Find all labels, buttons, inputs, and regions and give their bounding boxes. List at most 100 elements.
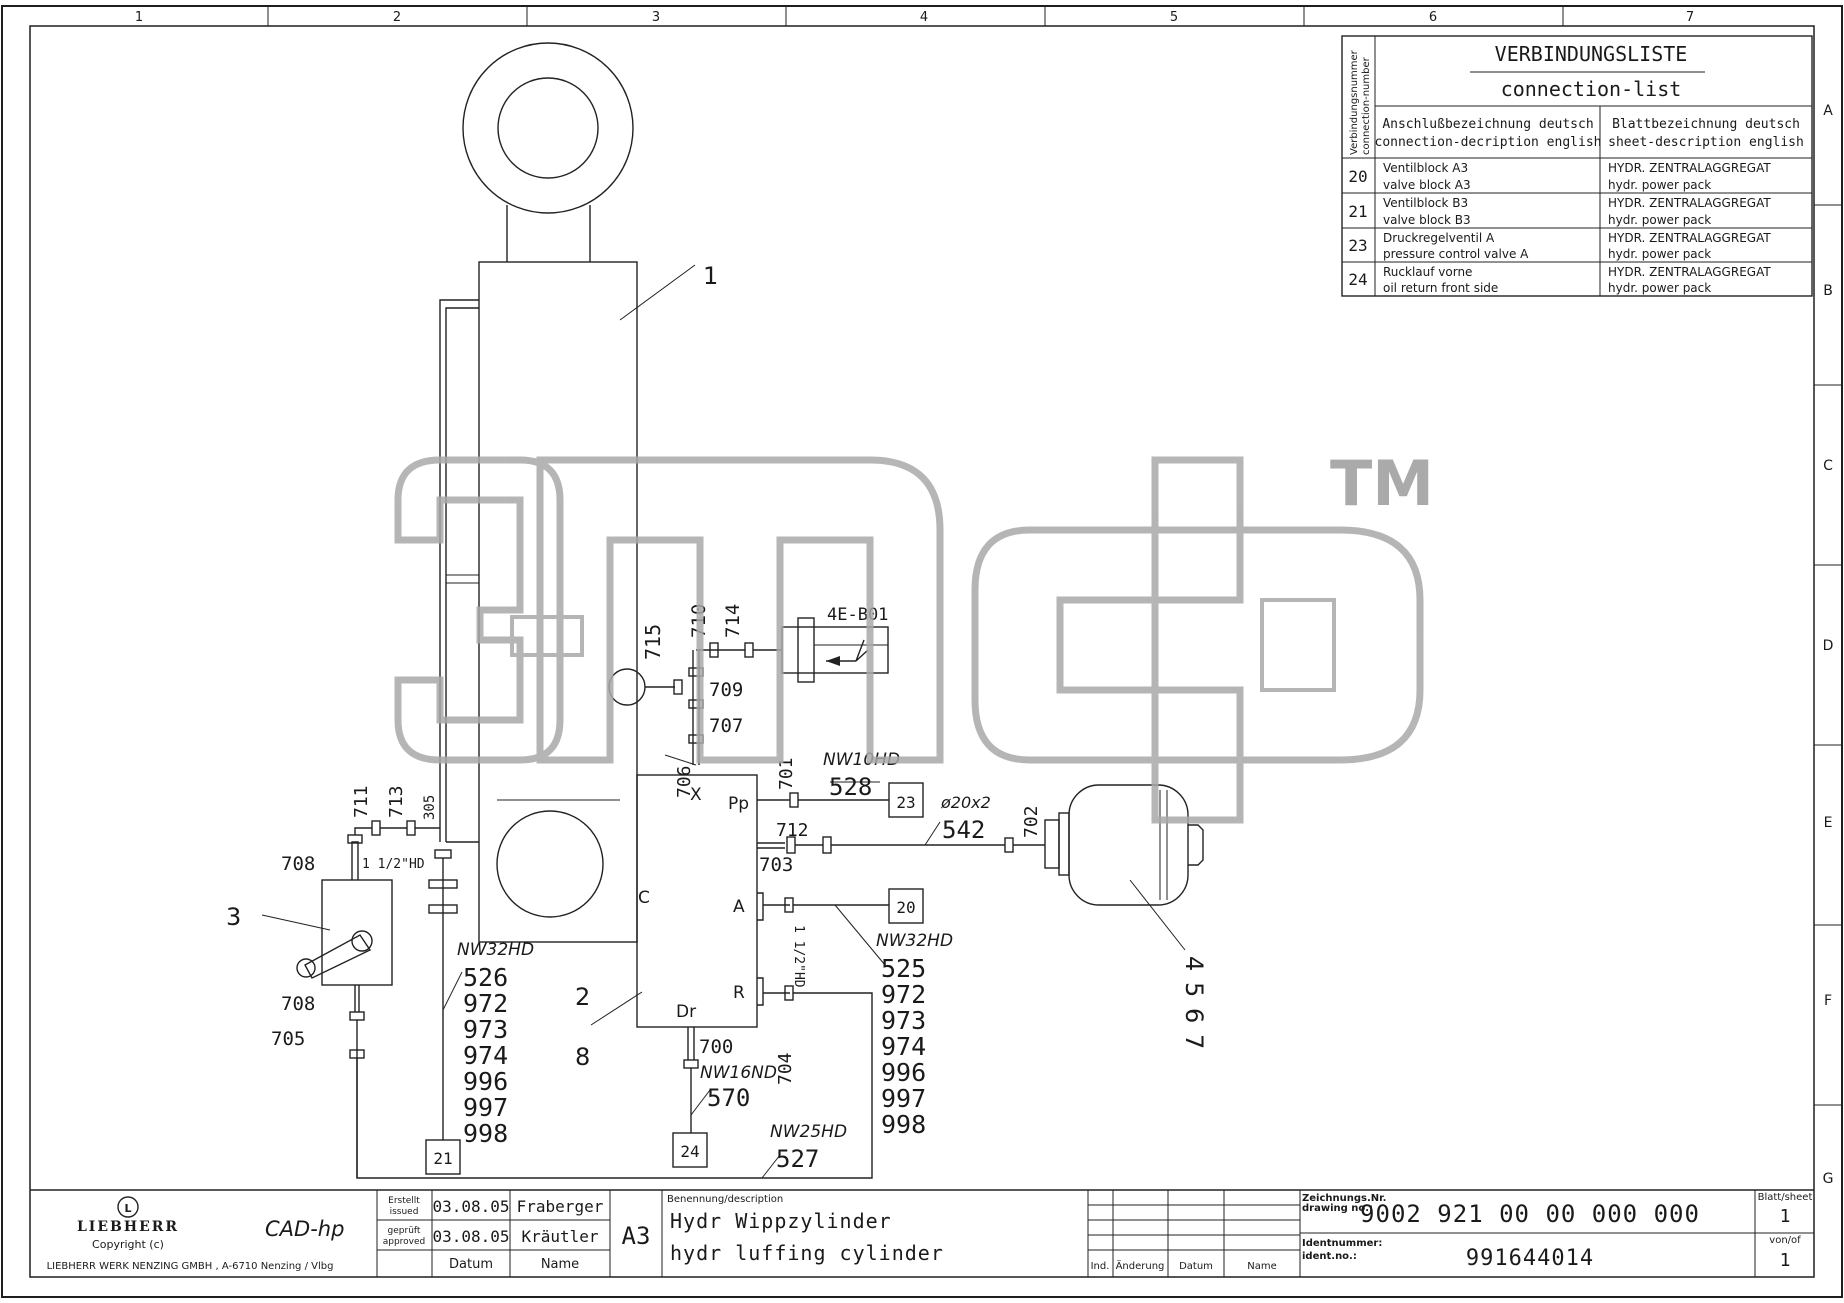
label-4e-b01: 4E-B01 [827,605,888,625]
row-desc-de: Druckregelventil A [1383,231,1495,245]
port-x: X [690,785,702,805]
accumulator [1044,784,1204,951]
row-label: E [1824,815,1833,831]
item-2-label: 2 [575,983,590,1011]
table-row: 20 Ventilblock A3 valve block A3 HYDR. Z… [1348,161,1771,192]
row-label: G [1823,1171,1834,1187]
row-label: D [1823,638,1834,654]
label-nw32hd-left: NW32HD [457,940,534,960]
row-sheet-de: HYDR. ZENTRALAGGREGAT [1608,265,1771,279]
row-desc-de: Ventilblock A3 [1383,161,1468,175]
ident-number: 991644014 [1466,1246,1594,1271]
label-305: 305 [422,795,438,820]
created-label-de: Erstellt [388,1196,420,1206]
part-number: 996 [881,1058,926,1087]
label-707: 707 [709,715,743,737]
label-703: 703 [759,854,793,876]
item-number: 4 [1180,956,1208,971]
port-a: A [733,897,745,917]
part-number: 973 [881,1006,926,1035]
column-grid: 1 2 3 4 5 6 7 [135,6,1694,26]
connection-20: 20 [896,898,915,917]
part-number: 972 [881,980,926,1009]
pipe-706-710 [664,642,782,766]
description-label: Benennung/description [667,1194,783,1205]
connection-21-box [425,1139,461,1175]
item-1-label: 1 [703,262,718,290]
inner-frame [29,25,1815,1278]
right-part-list: 525 972 973 974 996 997 998 [881,954,926,1139]
label-704: 704 [775,1052,796,1085]
label-711: 711 [351,785,372,818]
col-label: 2 [393,10,401,25]
label-714: 714 [722,604,744,638]
label-527: 527 [776,1145,819,1173]
col1-header-en: connection-decription english [1375,135,1602,150]
item-3-label: 3 [226,903,241,931]
ident-label-en: ident.no.: [1302,1251,1357,1262]
cylinder-bottom-eye [496,810,604,918]
port-pp: Pp [728,794,749,814]
rev-name-header: Name [1247,1261,1277,1272]
col-label: 1 [135,10,143,25]
part-number: 974 [881,1032,926,1061]
label-hd-horizontal: 1 1/2"HD [362,857,425,872]
of-label: von/of [1769,1235,1801,1246]
sheet-number: 1 [1780,1206,1791,1227]
label-528: 528 [829,773,872,801]
connection-20-box [888,888,924,924]
row-number: 24 [1348,270,1367,289]
label-708-bottom: 708 [281,993,315,1015]
date-header: Datum [449,1257,493,1272]
description-de: Hydr Wippzylinder [670,1209,892,1233]
cylinder-body [478,261,638,943]
port-r: R [733,983,745,1003]
number-header-en: connection-number [1361,56,1372,155]
label-706: 706 [674,765,695,798]
table-row: 24 Rucklauf vorne oil return front side … [1348,265,1771,295]
table-row: 23 Druckregelventil A pressure control v… [1348,231,1771,261]
drawing-number: 9002 921 00 00 000 000 [1360,1200,1700,1228]
connection-23: 23 [896,793,915,812]
part-number: 997 [881,1084,926,1113]
created-label-en: issued [390,1207,419,1217]
connection-list-title-de: VERBINDUNGSLISTE [1495,42,1688,66]
col1-header-de: Anschlußbezeichnung deutsch [1382,117,1593,132]
item-8-label: 8 [575,1043,590,1071]
part-number: 996 [463,1067,508,1096]
part-number: 973 [463,1015,508,1044]
label-570: 570 [707,1084,750,1112]
drawing-no-label-de: Zeichnungs.Nr. [1302,1193,1386,1204]
ident-label-de: Identnummer: [1302,1238,1382,1249]
of-number: 1 [1780,1250,1791,1271]
row-label: A [1823,103,1833,119]
watermark-trademark: TM [1330,447,1434,520]
created-name: Fraberger [517,1197,604,1216]
label-705: 705 [271,1028,305,1050]
col2-header-de: Blattbezeichnung deutsch [1612,117,1800,132]
col-label: 7 [1686,10,1694,25]
row-sheet-de: HYDR. ZENTRALAGGREGAT [1608,231,1771,245]
part-number: 972 [463,989,508,1018]
part-number: 525 [881,954,926,983]
title-block: L LIEBHERR Copyright (c) LIEBHERR WERK N… [30,1189,1814,1277]
sheet-label: Blatt/sheet [1758,1192,1813,1203]
valve-block-body [636,774,758,1028]
created-date: 03.08.05 [432,1197,509,1216]
item-number: 5 [1180,982,1208,997]
col-label: 4 [920,10,928,25]
gauge-715 [608,668,683,706]
cylinder-eye [462,42,634,214]
label-nw25hd: NW25HD [770,1122,847,1142]
col-label: 5 [1170,10,1178,25]
checked-label-en: approved [383,1237,426,1247]
label-nw32hd-right: NW32HD [876,931,953,951]
watermark-glyph [1151,456,1424,824]
col2-header-en: sheet-description english [1608,135,1804,150]
hand-valve-3 [261,820,440,1178]
svg-text:L: L [124,1202,131,1215]
row-desc-en: valve block B3 [1383,213,1471,227]
label-diameter: ø20x2 [940,793,991,812]
copyright: Copyright (c) [92,1238,164,1251]
